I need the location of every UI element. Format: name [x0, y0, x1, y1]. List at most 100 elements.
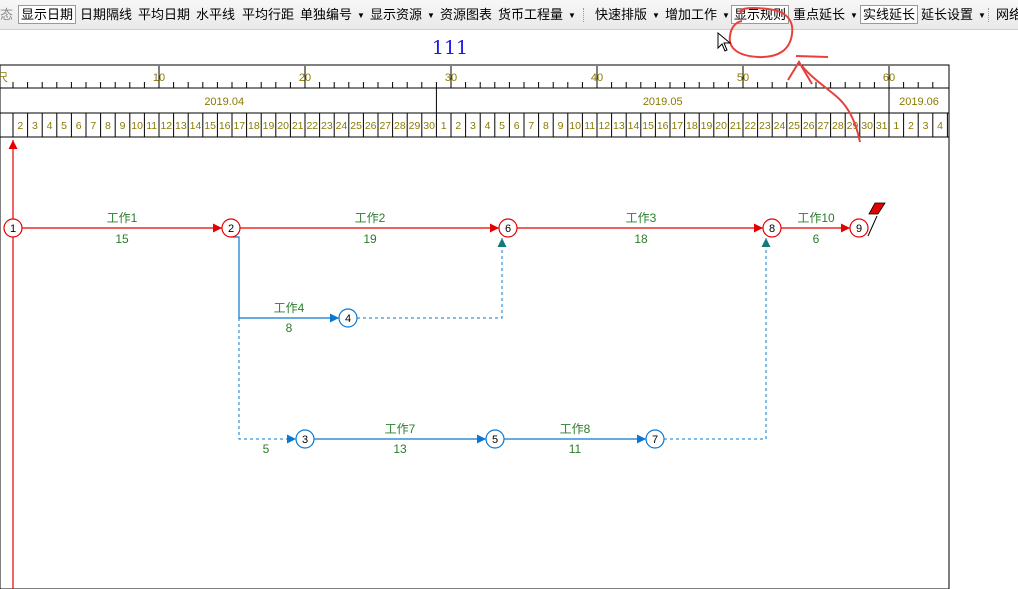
show-resources-dropdown[interactable]: 显示资源▼	[370, 7, 435, 22]
dropdown-arrow-icon: ▼	[568, 11, 576, 20]
network-node-label: 5	[492, 434, 498, 446]
day-label: 10	[131, 120, 143, 132]
network-node	[3, 218, 23, 238]
activity-duration: 13	[393, 442, 407, 456]
day-label: 18	[248, 120, 260, 132]
day-label: 1	[893, 120, 899, 132]
day-label: 26	[365, 120, 377, 132]
activity-duration: 18	[634, 232, 648, 246]
day-label: 21	[292, 120, 304, 132]
page-title: 111	[431, 37, 469, 59]
dropdown-arrow-icon: ▼	[427, 11, 435, 20]
activity-duration: 19	[363, 232, 377, 246]
dropdown-arrow-icon: ▼	[978, 11, 986, 20]
day-label: 22	[306, 120, 318, 132]
dropdown-arrow-icon: ▼	[850, 11, 858, 20]
day-label: 16	[657, 120, 669, 132]
date-gridline-button[interactable]: 日期隔线	[80, 7, 133, 22]
day-label: 4	[485, 120, 491, 132]
day-label: 24	[774, 120, 786, 132]
dropdown-arrow-icon: ▼	[652, 11, 660, 20]
ruler-tick-label: 30	[445, 72, 457, 84]
month-label: 2019.05	[643, 96, 683, 108]
day-label: 27	[379, 120, 391, 132]
network-node-label: 3	[302, 434, 308, 446]
network-node-label: 1	[10, 223, 16, 235]
day-label: 4	[47, 120, 53, 132]
network-node	[849, 218, 869, 238]
day-label: 2	[17, 120, 23, 132]
network-node	[485, 429, 505, 449]
add-work-dropdown[interactable]: 增加工作▼	[665, 7, 730, 22]
day-label: 3	[470, 120, 476, 132]
finish-flag-icon	[867, 202, 886, 237]
ruler-tick-label: 20	[299, 72, 311, 84]
ruler-tick-label: 10	[153, 72, 165, 84]
activity-duration: 11	[569, 442, 582, 456]
day-label: 17	[233, 120, 245, 132]
network-node	[762, 218, 782, 238]
average-row-spacing-button[interactable]: 平均行距	[242, 7, 295, 22]
day-label: 1	[441, 120, 447, 132]
currency-quantity-dropdown[interactable]: 货币工程量▼	[498, 7, 576, 22]
dummy-arrow-4-6	[357, 238, 507, 319]
day-label: 28	[394, 120, 406, 132]
day-label: 26	[803, 120, 815, 132]
flag-cloth	[868, 202, 886, 215]
activity-name: 工作4	[274, 301, 305, 315]
network-node	[338, 308, 358, 328]
resource-chart-button[interactable]: 资源图表	[440, 7, 493, 22]
activity-name: 工作2	[355, 211, 386, 225]
network-node-label: 2	[228, 223, 234, 235]
day-label: 29	[409, 120, 421, 132]
network-node	[221, 218, 241, 238]
horizontal-line-button[interactable]: 水平线	[196, 7, 236, 22]
day-label: 29	[847, 120, 859, 132]
day-label: 2	[455, 120, 461, 132]
toolbar-item-truncated[interactable]: 态	[0, 7, 14, 22]
activity-duration: 6	[813, 232, 820, 246]
day-label: 12	[160, 120, 172, 132]
day-label: 9	[120, 120, 126, 132]
day-label: 19	[263, 120, 275, 132]
month-label: 2019.06	[899, 96, 939, 108]
network-node-label: 4	[345, 313, 351, 325]
network-node	[498, 218, 518, 238]
separate-numbering-dropdown[interactable]: 单独编号▼	[300, 7, 365, 22]
day-label: 25	[788, 120, 800, 132]
day-label: 7	[528, 120, 534, 132]
network-node	[295, 429, 315, 449]
network-node-label: 7	[652, 434, 658, 446]
activity-arrow-4	[231, 236, 339, 323]
day-label: 3	[923, 120, 929, 132]
extend-settings-dropdown[interactable]: 延长设置▼	[921, 7, 986, 22]
activity-name: 工作1	[107, 211, 138, 225]
day-label: 30	[861, 120, 873, 132]
key-extend-dropdown[interactable]: 重点延长▼	[793, 7, 858, 22]
solid-line-extend-button[interactable]: 实线延长	[860, 5, 919, 24]
activity-name: 工作10	[797, 211, 835, 225]
network-node-label: 8	[769, 223, 775, 235]
day-label: 16	[219, 120, 231, 132]
day-label: 22	[744, 120, 756, 132]
day-label: 20	[277, 120, 289, 132]
day-label: 7	[90, 120, 96, 132]
quick-layout-dropdown[interactable]: 快速排版▼	[595, 7, 660, 22]
day-label: 13	[175, 120, 187, 132]
day-label: 13	[613, 120, 625, 132]
day-label: 27	[817, 120, 829, 132]
day-label: 4	[937, 120, 943, 132]
day-label: 10	[569, 120, 581, 132]
ruler-tick-label: 40	[591, 72, 603, 84]
day-label: 11	[146, 120, 157, 132]
average-date-button[interactable]: 平均日期	[138, 7, 191, 22]
day-label: 24	[336, 120, 348, 132]
network-button-truncated[interactable]: 网络	[996, 7, 1018, 22]
day-label: 6	[76, 120, 82, 132]
day-label: 8	[105, 120, 111, 132]
show-date-button[interactable]: 显示日期	[18, 5, 77, 24]
day-label: 15	[642, 120, 654, 132]
activity-duration: 8	[286, 321, 293, 335]
